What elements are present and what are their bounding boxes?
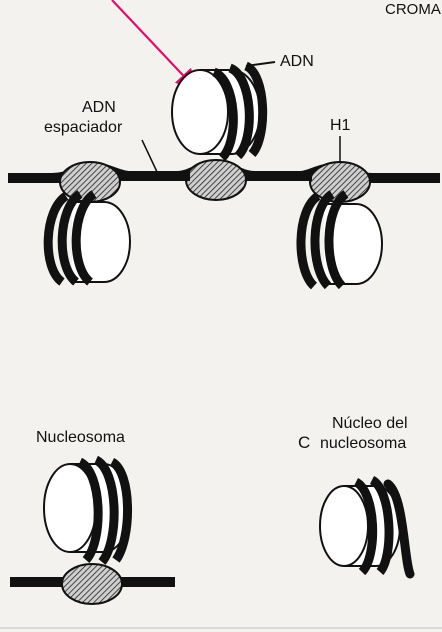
header-fragment: CROMA [385,1,441,18]
nucleosome-core [320,480,410,574]
label-adn: ADN [280,53,314,70]
label-nucleo-2: nucleosoma [320,435,406,452]
label-adn-espaciador-2: espaciador [44,119,123,136]
nucleosome-bottom-left [10,460,175,604]
nucleosome-upper [172,62,275,158]
panel-c-label: C [298,433,310,452]
chromatin-fiber [8,62,440,286]
label-h1: H1 [330,117,351,134]
pointer-arrow [112,0,195,88]
h1-histone-center [186,160,246,200]
nucleosome-lower-right [301,194,382,286]
label-nucleo-1: Núcleo del [332,415,408,432]
label-nucleosoma: Nucleosoma [36,429,125,446]
label-adn-espaciador-1: ADN [82,99,116,116]
nucleosome-lower-left [48,194,130,282]
